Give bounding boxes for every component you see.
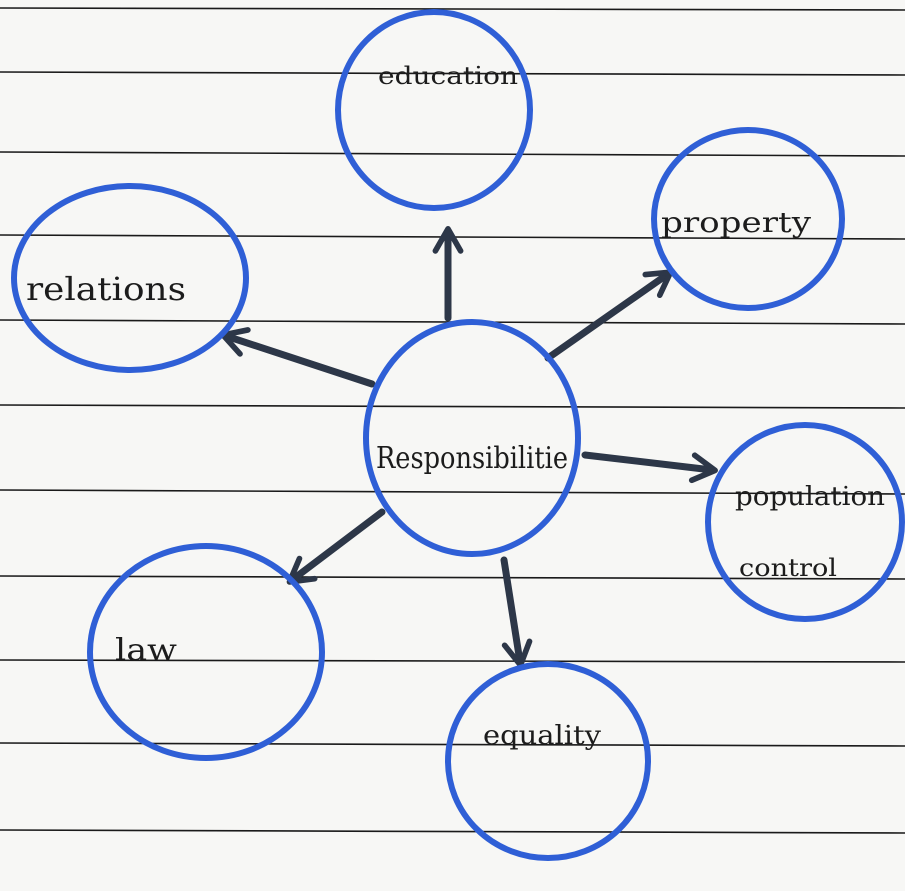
relations-node-label: relations (26, 270, 186, 308)
population-control-node-label-line2: control (739, 554, 837, 582)
education-node-circle (335, 9, 533, 211)
education-node-label: education (378, 62, 518, 90)
ruled-line (0, 404, 905, 409)
center-node-label: Responsibilitie (376, 441, 568, 476)
arrow-to-law (286, 508, 386, 585)
ruled-line (0, 489, 905, 495)
population-control-node-circle (705, 422, 905, 622)
population-control-node-label-line1: population (735, 482, 885, 512)
law-node-label: law (115, 633, 177, 668)
edges (220, 226, 718, 668)
ruled-line (0, 575, 905, 580)
ruled-line (0, 829, 905, 834)
ruled-line (0, 7, 905, 11)
ruled-line (0, 659, 905, 663)
arrow-to-property (544, 269, 674, 362)
ruled-line (0, 71, 905, 76)
center-node-circle (363, 319, 581, 557)
property-node-circle (651, 127, 845, 311)
node-circles (11, 9, 905, 861)
equality-node-circle (445, 661, 651, 861)
arrow-to-population-control (581, 451, 718, 484)
ruled-line (0, 151, 905, 157)
property-node-label: property (661, 206, 811, 239)
equality-node-label: equality (483, 721, 601, 751)
relations-node-circle (11, 183, 249, 373)
node-labels: Responsibilitie education property relat… (26, 62, 885, 751)
law-node-circle (87, 543, 325, 761)
arrow-to-relations (220, 327, 376, 388)
ruled-lines (0, 7, 905, 834)
arrow-to-equality (500, 556, 533, 668)
